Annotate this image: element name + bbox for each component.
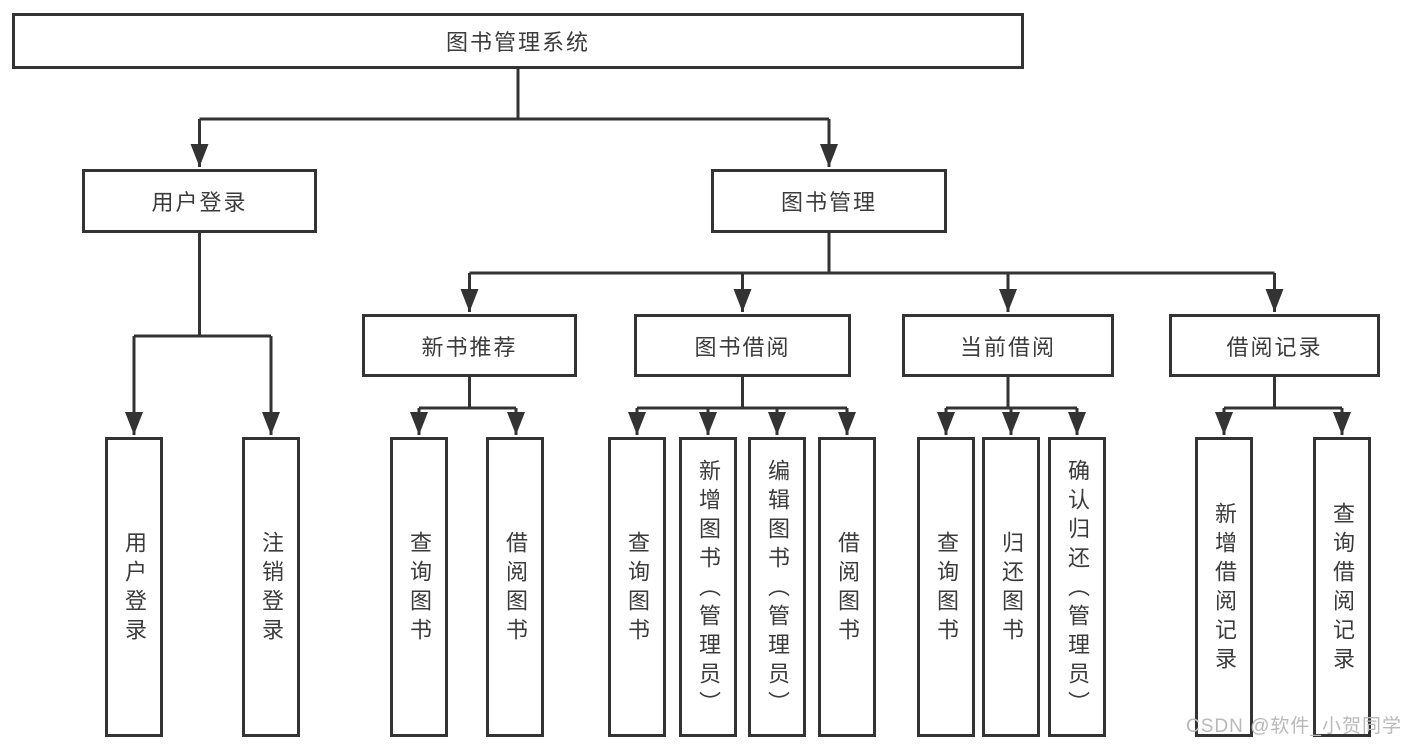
leaf-add-borrow-record: 新增借阅记录 [1195, 437, 1253, 737]
node-library-management-system: 图书管理系统 [12, 13, 1024, 69]
leaf-borrow-books-borrowing: 借阅图书 [818, 437, 876, 737]
csdn-watermark: CSDN @软件_小贺同学 [1186, 716, 1402, 737]
leaf-query-books-borrowing: 查询图书 [608, 437, 666, 737]
node-book-management: 图书管理 [711, 169, 947, 233]
leaf-return-books: 归还图书 [982, 437, 1040, 737]
node-user-login: 用户登录 [82, 169, 317, 233]
leaf-user-login: 用户登录 [105, 437, 163, 737]
leaf-logout: 注销登录 [242, 437, 300, 737]
leaf-query-borrow-record: 查询借阅记录 [1313, 437, 1371, 737]
leaf-query-books-recommend: 查询图书 [390, 437, 448, 737]
leaf-edit-books-admin: 编辑图书（管理员） [748, 437, 806, 737]
leaf-add-books-admin: 新增图书（管理员） [679, 437, 737, 737]
leaf-borrow-books-recommend: 借阅图书 [486, 437, 544, 737]
node-current-borrowing: 当前借阅 [902, 314, 1114, 377]
leaf-confirm-return-admin: 确认归还（管理员） [1048, 437, 1106, 737]
node-book-borrowing: 图书借阅 [634, 314, 851, 377]
node-new-book-recommendation: 新书推荐 [362, 314, 577, 377]
leaf-query-books-current: 查询图书 [917, 437, 975, 737]
node-borrowing-records: 借阅记录 [1169, 314, 1380, 377]
